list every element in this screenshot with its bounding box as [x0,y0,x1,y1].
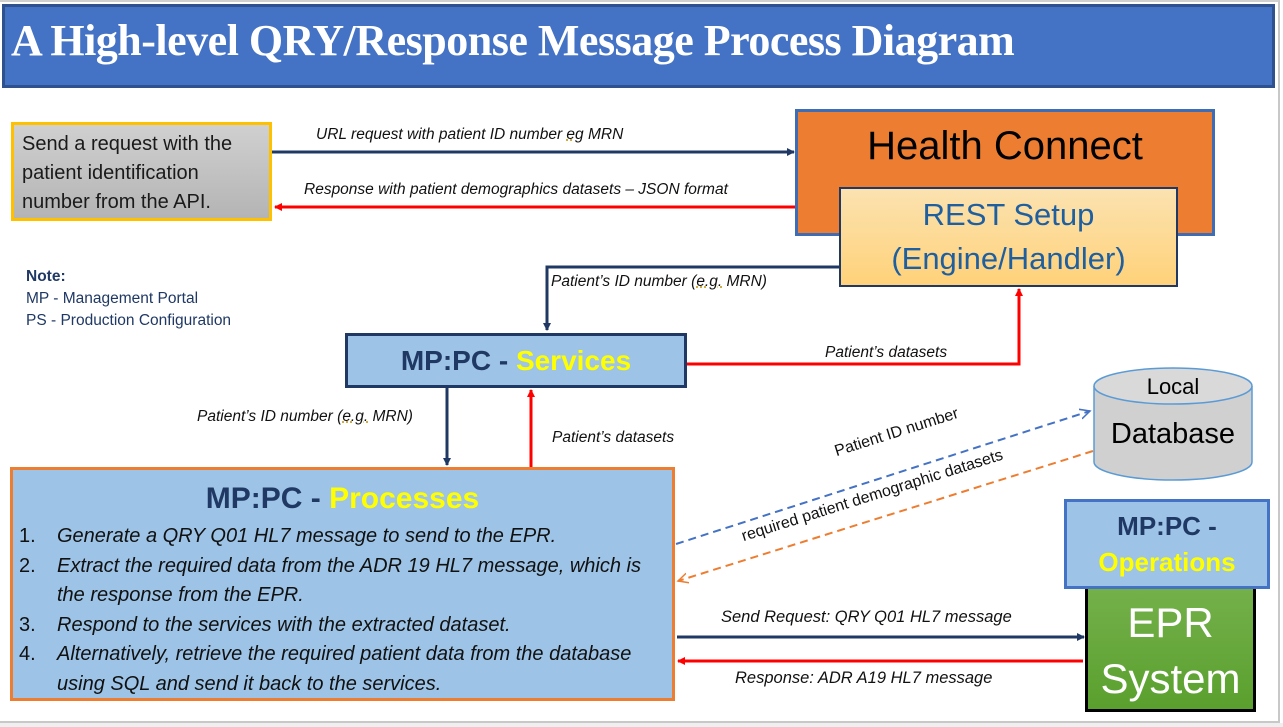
step-text: Respond to the services with the extract… [57,613,511,636]
process-step: 1. Generate a QRY Q01 HL7 message to send… [19,522,672,552]
processes-title: MP:PC - Processes [13,482,672,516]
rest-setup-box: REST Setup (Engine/Handler) [839,187,1178,287]
database-label-database: Database [1110,418,1236,450]
database-cylinder-icon [1093,367,1253,481]
step-text: Alternatively, retrieve the required pat… [57,643,632,695]
processes-list: 1. Generate a QRY Q01 HL7 message to send… [19,522,672,699]
step-number: 2. [19,554,36,577]
url-request-label: URL request with patient ID number eg MR… [316,126,624,143]
local-database: Local Database [1093,366,1253,482]
json-response-label: Response with patient demographics datas… [304,181,728,198]
operations-box: MP:PC - Operations [1064,499,1270,589]
rest-setup-line1: REST Setup [922,197,1095,232]
operations-prefix: MP:PC - [1117,511,1217,541]
step-text: Generate a QRY Q01 HL7 message to send t… [57,525,557,547]
send-request-label: Send Request: QRY Q01 HL7 message [721,608,1012,626]
note-line: PS - Production Configuration [26,312,232,329]
note-line: MP - Management Portal [26,290,199,307]
epr-system-box: EPR System [1085,586,1256,712]
note-block: Note: MP - Management Portal PS - Produc… [26,266,231,332]
title-bar: A High-level QRY/Response Message Proces… [2,4,1275,88]
step-text: Extract the required data from the ADR 1… [57,554,641,607]
diagram-title: A High-level QRY/Response Message Proces… [11,16,1015,65]
response-adr-label: Response: ADR A19 HL7 message [735,669,993,687]
epr-line2: System [1100,655,1241,702]
rest-setup-line2: (Engine/Handler) [891,241,1126,276]
api-request-text: Send a request with the patient identifi… [22,133,233,213]
services-box: MP:PC - Services [345,333,687,388]
processes-to-services-label: Patient’s datasets [552,429,675,446]
footer-band [0,723,1283,727]
database-label-local: Local [1146,374,1200,399]
rest-to-services-label: Patient’s ID number (e.g. MRN) [551,273,767,290]
processes-name: Processes [329,482,480,515]
services-name: Services [515,345,632,376]
services-prefix: MP:PC - [400,345,516,376]
api-request-box: Send a request with the patient identifi… [11,122,272,221]
process-step: 4. Alternatively, retrieve the required p… [19,640,672,699]
process-step: 2. Extract the required data from the ADR… [19,552,672,611]
processes-box: MP:PC - Processes 1. Generate a QRY Q01 H… [10,467,675,701]
health-connect-title: Health Connect [867,124,1143,168]
operations-name: Operations [1098,547,1236,577]
step-number: 3. [19,613,36,636]
epr-line1: EPR [1127,599,1214,646]
note-heading: Note: [26,268,66,285]
process-step: 3. Respond to the services with the extra… [19,611,672,641]
services-to-processes-label: Patient’s ID number (e.g. MRN) [197,408,413,425]
step-number: 1. [19,525,36,547]
processes-prefix: MP:PC - [205,482,330,515]
step-number: 4. [19,643,36,665]
services-to-rest-label: Patient’s datasets [825,344,948,361]
